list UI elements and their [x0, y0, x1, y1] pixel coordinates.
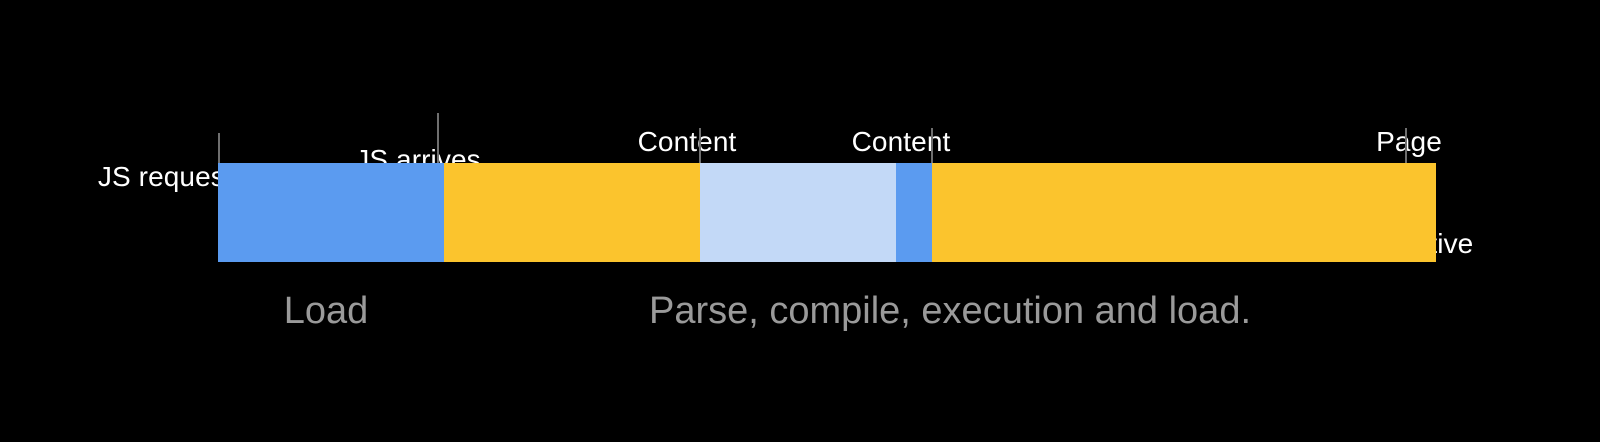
tick-page-interactive	[1405, 128, 1407, 163]
milestone-label-line: Page	[1376, 126, 1442, 157]
tick-content-arrives	[931, 128, 933, 163]
phase-caption-load: Load	[283, 290, 369, 332]
milestone-label-line: Content	[851, 126, 951, 157]
tick-content-fetch	[699, 128, 701, 163]
phase-caption-parse: Parse, compile, execution and load.	[648, 290, 1252, 332]
milestone-label-line: Content	[637, 126, 737, 157]
bar-segment-execution-load	[932, 163, 1436, 262]
bar-segment-parse-compile	[444, 163, 700, 262]
bar-segment-load	[218, 163, 444, 262]
timeline-bar	[218, 163, 1436, 262]
tick-js-arrives	[437, 113, 439, 163]
bar-segment-content-download	[896, 163, 932, 262]
bar-segment-content-fetch-wait	[700, 163, 896, 262]
tick-js-requested	[218, 133, 220, 163]
